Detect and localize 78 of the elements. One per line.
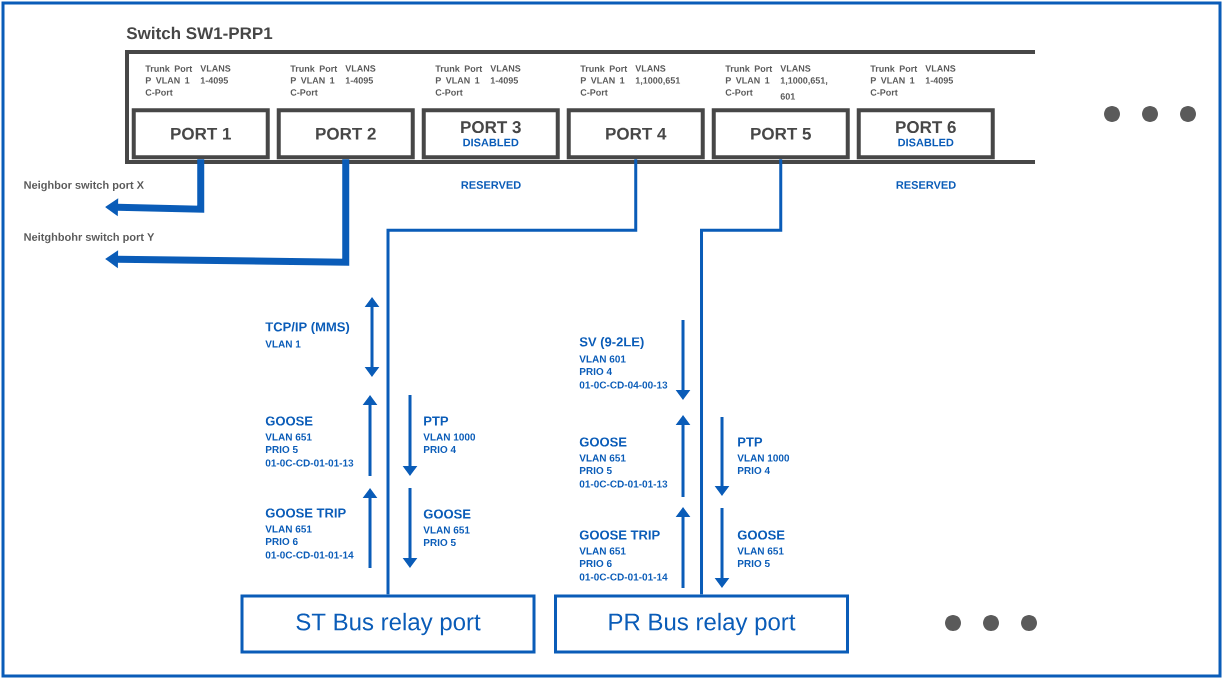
frame-detail: VLAN 651 xyxy=(579,547,626,555)
port-config-text: P VLAN 1 xyxy=(435,77,480,84)
frame-detail: 01-0C-CD-01-01-13 xyxy=(265,459,354,467)
port-config-text: Trunk Port xyxy=(290,65,338,72)
port-config-text: Trunk Port xyxy=(870,65,918,72)
protocol-heading: PTP xyxy=(738,437,763,447)
endpoint-label: Neighbor switch port X xyxy=(24,180,144,192)
port-config-text: 1,1000,651 xyxy=(635,77,681,85)
protocol-heading: GOOSE xyxy=(579,437,627,447)
frame-detail: VLAN 651 xyxy=(737,547,784,555)
port-config-text: VLANS xyxy=(490,65,521,72)
frame-detail: 01-0C-CD-01-01-13 xyxy=(579,480,668,488)
frame-detail: PRIO 6 xyxy=(579,559,612,568)
frame-detail: PRIO 5 xyxy=(737,559,770,568)
port-config-text: P VLAN 1 xyxy=(145,77,190,84)
connector-line xyxy=(386,159,638,595)
frame-detail: PRIO 4 xyxy=(579,367,612,376)
endpoint-label: Neitghbohr switch port Y xyxy=(24,232,155,244)
port-config-text: P VLAN 1 xyxy=(870,77,915,84)
port-config-text: 1-4095 xyxy=(490,77,519,84)
port-config-text: C-Port xyxy=(870,89,898,96)
port-config-text: P VLAN 1 xyxy=(580,77,625,84)
protocol-heading: SV (9-2LE) xyxy=(579,336,644,350)
protocol-heading: GOOSE TRIP xyxy=(265,508,346,518)
port-config-text: Trunk Port xyxy=(145,65,193,72)
status-label: RESERVED xyxy=(461,181,521,189)
frame-detail: 01-0C-CD-01-01-14 xyxy=(265,551,354,559)
relay-port-box: ST Bus relay port xyxy=(240,594,536,654)
relay-port-box: PR Bus relay port xyxy=(554,594,849,654)
port-config-text: Trunk Port xyxy=(725,65,773,72)
port-config-text: C-Port xyxy=(145,89,173,96)
port-config-text: 1,1000,651, 601 xyxy=(780,77,828,100)
port-box: PORT 4 xyxy=(566,108,705,160)
frame-detail: VLAN 1000 xyxy=(423,433,476,441)
port-box: PORT 1 xyxy=(131,108,270,160)
frame-detail: 01-0C-CD-04-00-13 xyxy=(579,381,668,389)
port-config-text: P VLAN 1 xyxy=(725,77,770,84)
port-config-text: C-Port xyxy=(435,89,463,96)
port-config-text: VLANS xyxy=(200,65,231,72)
protocol-heading: GOOSE xyxy=(265,416,313,426)
port-config-text: C-Port xyxy=(725,89,753,96)
port-config-text: P VLAN 1 xyxy=(290,77,335,84)
frame-detail: VLAN 651 xyxy=(265,433,312,441)
port-config-text: VLANS xyxy=(925,65,956,72)
protocol-heading: GOOSE xyxy=(423,509,471,519)
protocol-heading: TCP/IP (MMS) xyxy=(265,321,350,335)
frame-detail: VLAN 1 xyxy=(265,340,301,348)
port-config-text: C-Port xyxy=(290,89,318,96)
port-box: PORT 2 xyxy=(276,108,415,160)
frame-detail: VLAN 601 xyxy=(579,355,626,363)
port-config-text: 1-4095 xyxy=(345,77,374,84)
frame-detail: PRIO 6 xyxy=(265,537,298,546)
port-config-text: 1-4095 xyxy=(925,77,954,84)
protocol-heading: PTP xyxy=(424,416,449,426)
port-config-text: VLANS xyxy=(635,65,666,72)
port-box: PORT 3 DISABLED xyxy=(421,108,560,160)
frame-detail: PRIO 5 xyxy=(579,466,612,475)
frame-detail: VLAN 651 xyxy=(579,454,626,462)
protocol-heading: GOOSE xyxy=(737,530,785,540)
port-box: PORT 6 DISABLED xyxy=(856,108,995,160)
status-label: RESERVED xyxy=(896,181,956,189)
port-config-text: VLANS xyxy=(780,65,811,72)
port-config-text: Trunk Port xyxy=(435,65,483,72)
port-config-text: C-Port xyxy=(580,89,608,96)
connector-line xyxy=(700,159,783,595)
frame-detail: VLAN 651 xyxy=(423,526,470,534)
protocol-heading: GOOSE TRIP xyxy=(579,530,660,540)
frame-detail: PRIO 5 xyxy=(265,445,298,454)
port-config-text: VLANS xyxy=(345,65,376,72)
frame-detail: PRIO 5 xyxy=(423,538,456,547)
port-config-text: 1-4095 xyxy=(200,77,229,84)
frame-detail: 01-0C-CD-01-01-14 xyxy=(579,573,668,581)
frame-detail: PRIO 4 xyxy=(423,445,456,454)
frame-detail: VLAN 1000 xyxy=(737,454,790,462)
port-config-text: Trunk Port xyxy=(580,65,628,72)
frame-detail: PRIO 4 xyxy=(737,466,770,475)
port-box: PORT 5 xyxy=(711,108,850,160)
frame-detail: VLAN 651 xyxy=(265,525,312,533)
